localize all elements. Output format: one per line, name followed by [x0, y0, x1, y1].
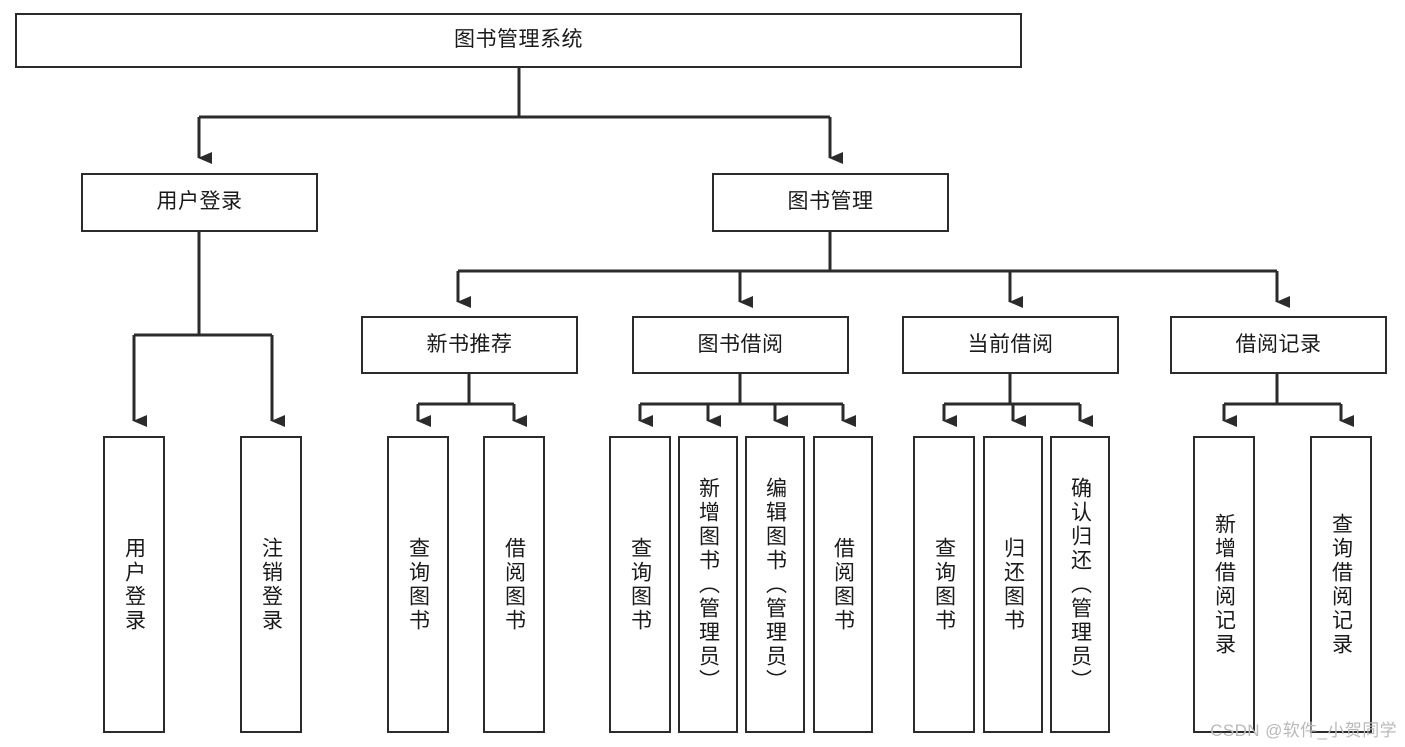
- node-leaf-user-login-label: 用户登录: [122, 536, 146, 633]
- node-current-borrow[interactable]: 当前借阅: [902, 316, 1119, 374]
- node-book-manage-label: 图书管理: [787, 190, 874, 214]
- node-leaf-return-book-label: 归还图书: [1001, 536, 1025, 633]
- node-borrow-record-label: 借阅记录: [1235, 332, 1322, 356]
- node-book-manage[interactable]: 图书管理: [712, 173, 949, 232]
- csdn-watermark: CSDN @软件_小贺同学: [1210, 721, 1397, 740]
- node-root-label: 图书管理系统: [454, 28, 583, 52]
- node-leaf-query-book-2-label: 查询图书: [628, 536, 652, 633]
- node-leaf-user-login[interactable]: 用户登录: [103, 436, 165, 733]
- node-borrow-record[interactable]: 借阅记录: [1170, 316, 1387, 374]
- node-leaf-logout-label: 注销登录: [259, 536, 283, 633]
- node-new-book-rec-label: 新书推荐: [426, 332, 513, 356]
- node-leaf-return-book[interactable]: 归还图书: [983, 436, 1043, 733]
- node-leaf-add-book[interactable]: 新增图书（管理员）: [678, 436, 738, 733]
- node-leaf-borrow-book-1-label: 借阅图书: [502, 536, 526, 633]
- node-leaf-add-record-label: 新增借阅记录: [1212, 512, 1236, 657]
- node-leaf-borrow-book-2-label: 借阅图书: [831, 536, 855, 633]
- node-leaf-query-book-1-label: 查询图书: [406, 536, 430, 633]
- node-leaf-logout[interactable]: 注销登录: [240, 436, 302, 733]
- node-leaf-confirm-return-label: 确认归还（管理员）: [1068, 476, 1092, 693]
- node-user-login[interactable]: 用户登录: [81, 173, 318, 232]
- node-leaf-confirm-return[interactable]: 确认归还（管理员）: [1050, 436, 1110, 733]
- node-leaf-query-book-1[interactable]: 查询图书: [387, 436, 449, 733]
- node-leaf-edit-book-label: 编辑图书（管理员）: [763, 476, 787, 693]
- node-leaf-add-book-label: 新增图书（管理员）: [696, 476, 720, 693]
- node-book-borrow-label: 图书借阅: [697, 332, 784, 356]
- node-leaf-edit-book[interactable]: 编辑图书（管理员）: [745, 436, 805, 733]
- node-book-borrow[interactable]: 图书借阅: [632, 316, 849, 374]
- node-leaf-borrow-book-2[interactable]: 借阅图书: [813, 436, 873, 733]
- node-leaf-borrow-book-1[interactable]: 借阅图书: [483, 436, 545, 733]
- node-leaf-query-book-2[interactable]: 查询图书: [609, 436, 671, 733]
- node-leaf-query-record[interactable]: 查询借阅记录: [1310, 436, 1372, 733]
- node-new-book-rec[interactable]: 新书推荐: [361, 316, 578, 374]
- node-leaf-query-book-3-label: 查询图书: [932, 536, 956, 633]
- node-leaf-query-record-label: 查询借阅记录: [1329, 512, 1353, 657]
- node-leaf-query-book-3[interactable]: 查询图书: [913, 436, 975, 733]
- node-root[interactable]: 图书管理系统: [15, 13, 1022, 68]
- node-current-borrow-label: 当前借阅: [967, 332, 1054, 356]
- node-user-login-label: 用户登录: [156, 190, 243, 214]
- node-leaf-add-record[interactable]: 新增借阅记录: [1193, 436, 1255, 733]
